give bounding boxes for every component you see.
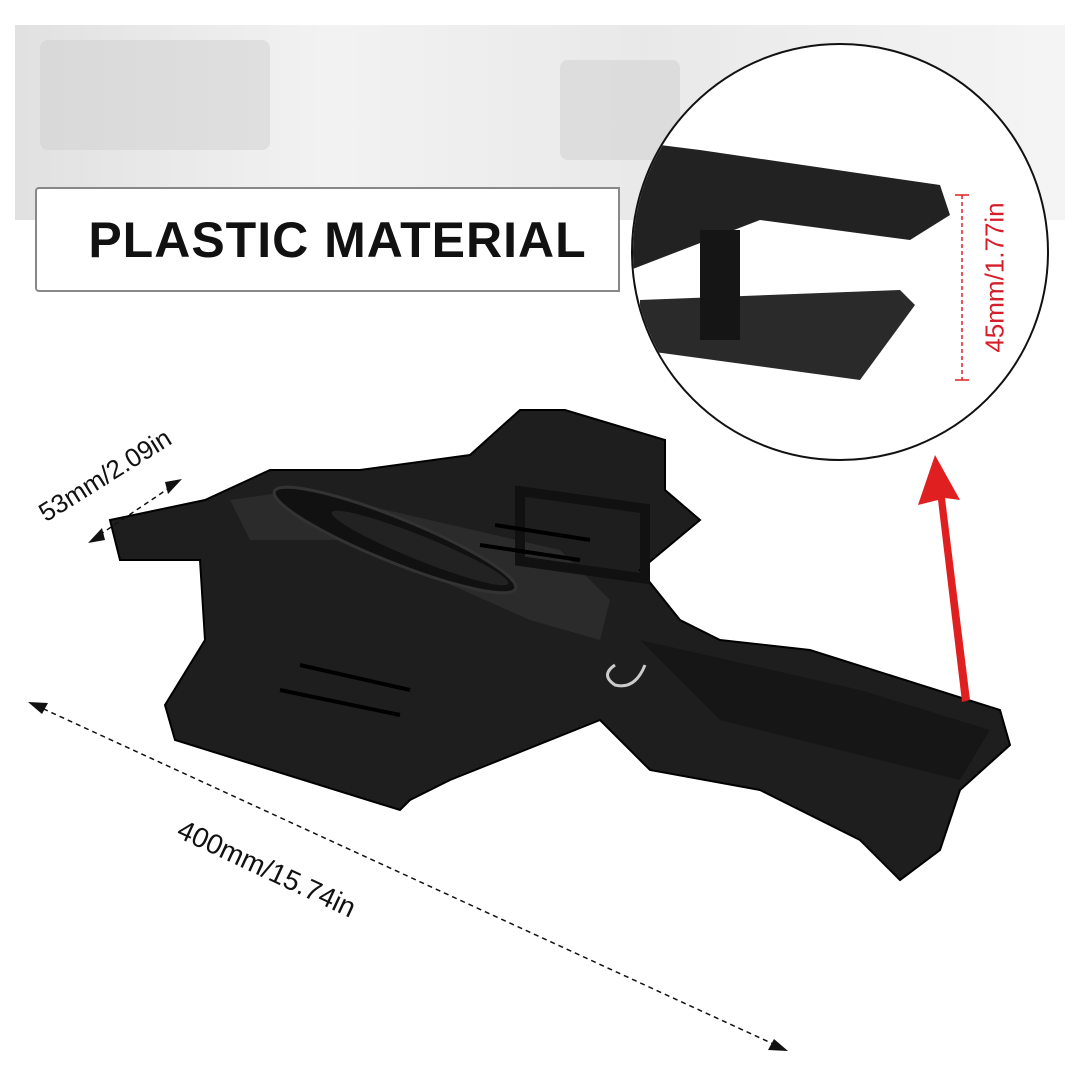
material-label-text: PLASTIC MATERIAL <box>88 211 587 268</box>
detail-chassis-image <box>633 140 950 380</box>
height-dimension-text: 45mm/1.77in <box>979 202 1010 353</box>
background-photo-shape <box>40 40 270 150</box>
material-label: PLASTIC MATERIAL <box>35 187 620 292</box>
length-dimension-line <box>34 704 783 1049</box>
chassis-image <box>108 409 1012 882</box>
background-photo-shape <box>560 60 680 160</box>
red-arrow-icon <box>918 455 970 702</box>
